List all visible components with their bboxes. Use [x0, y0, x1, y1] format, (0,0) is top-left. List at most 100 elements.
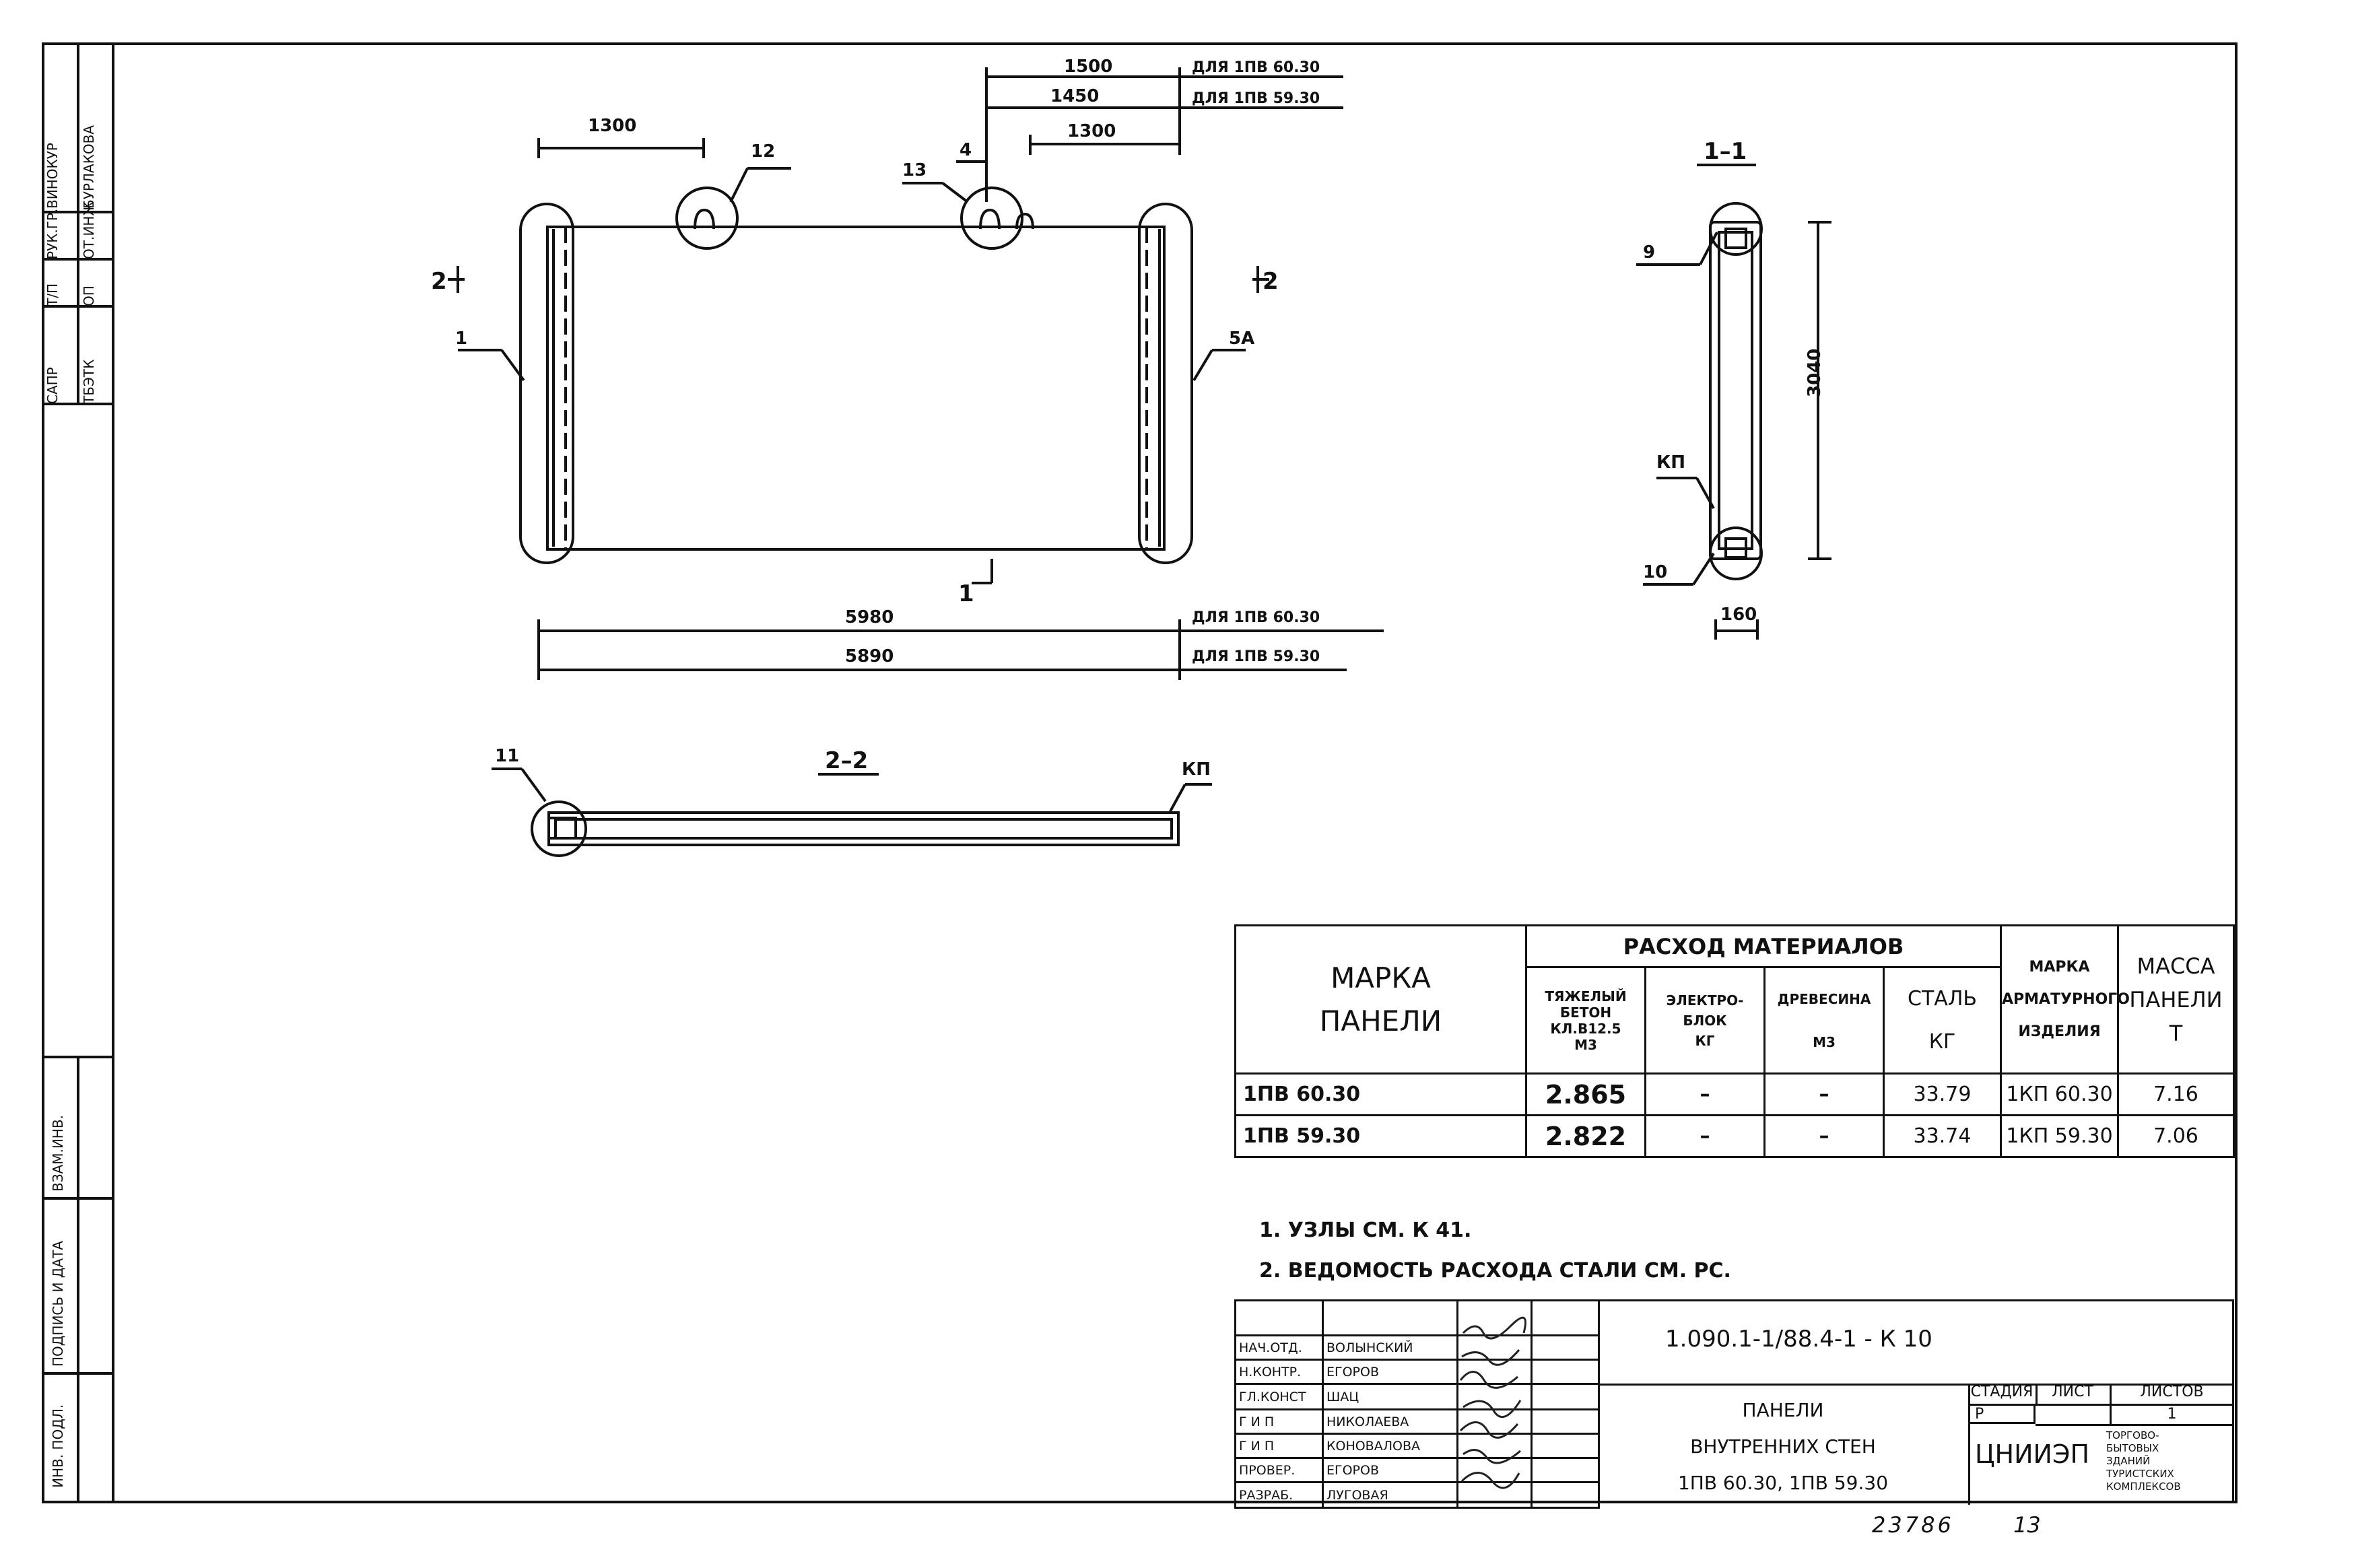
- callout-kp-1-label: КП: [1656, 452, 1686, 473]
- name-cell: ВОЛЫНСКИЙ: [1322, 1334, 1458, 1361]
- name-cell: КОНОВАЛОВА: [1322, 1433, 1458, 1459]
- section-mark-1-bottom: 1: [958, 580, 974, 607]
- callout-10-label: 10: [1643, 562, 1668, 582]
- strip-inv-podl: ИНВ. ПОДЛ.: [50, 1404, 66, 1488]
- role-cell: ПРОВЕР.: [1234, 1457, 1324, 1483]
- callout-5a-label: 5А: [1229, 329, 1255, 349]
- cell-steel: 33.74: [1883, 1114, 2002, 1158]
- section-height-dim: 3040: [1805, 348, 1825, 397]
- section-mark-2-right: 2: [1263, 268, 1279, 295]
- strip-podpis-data: ПОДПИСЬ И ДАТА: [50, 1241, 66, 1367]
- section-1-1-title: 1–1: [1704, 138, 1747, 165]
- strip-cell-burlakova: БУРЛАКОВА: [81, 125, 97, 209]
- organization: ЦНИИЭП: [1975, 1439, 2090, 1469]
- note-1: 1. УЗЛЫ СМ. К 41.: [1259, 1219, 1472, 1242]
- stage-value: Р: [1968, 1406, 2036, 1424]
- dim-1500: 1500: [1064, 57, 1113, 77]
- dim-length-a: 5980: [845, 607, 894, 627]
- role-cell: Г И П: [1234, 1408, 1324, 1435]
- role-cell: НАЧ.ОТД.: [1234, 1334, 1324, 1361]
- dim-1300-left: 1300: [588, 116, 637, 136]
- signatures-table: НАЧ.ОТД.ВОЛЫНСКИЙ Н.КОНТР.ЕГОРОВ ГЛ.КОНС…: [1234, 1299, 1600, 1509]
- cell-mark: 1ПВ 59.30: [1234, 1114, 1527, 1158]
- dim-length-b: 5890: [845, 646, 894, 667]
- strip-cell-otinzh: ОТ.ИНЖ: [81, 201, 97, 259]
- panel-outline: [546, 226, 1166, 551]
- left-edge-node: [519, 203, 574, 564]
- dim-1300-right: 1300: [1067, 121, 1116, 141]
- name-cell: ЕГОРОВ: [1322, 1359, 1458, 1385]
- callout-13-label: 13: [902, 160, 927, 180]
- section-width-dim: 160: [1720, 605, 1757, 625]
- strip-cell-op: ОП: [81, 285, 97, 306]
- cell-block: –: [1644, 1114, 1766, 1158]
- document-code: 1.090.1-1/88.4-1 - К 10: [1665, 1326, 1932, 1353]
- sheets-value: 1: [2110, 1406, 2234, 1426]
- table-row: 1ПВ 60.30 2.865 – – 33.79 1КП 60.30 7.16: [1234, 1072, 2235, 1116]
- table-row: 1ПВ 59.30 2.822 – – 33.74 1КП 59.30 7.06: [1234, 1114, 2235, 1158]
- role-cell: [1234, 1299, 1324, 1336]
- callout-circle-12: [675, 186, 739, 250]
- cell-rebar: 1КП 60.30: [2000, 1072, 2119, 1116]
- role-cell: Г И П: [1234, 1433, 1324, 1459]
- cell-wood: –: [1763, 1114, 1885, 1158]
- section-2-2-title: 2–2: [825, 747, 869, 774]
- role-cell: ГЛ.КОНСТ: [1234, 1383, 1324, 1410]
- strip-cell-rukgr: РУК.ГР.: [44, 208, 61, 259]
- callout-kp-2-label: КП: [1182, 759, 1211, 780]
- note-length-a: ДЛЯ 1ПВ 60.30: [1192, 609, 1320, 626]
- note-1500: ДЛЯ 1ПВ 60.30: [1192, 59, 1320, 76]
- strip-cell-tbetk: ТБЭТК: [81, 359, 97, 404]
- callout-1-label: 1: [455, 329, 468, 349]
- cell-concrete: 2.865: [1525, 1072, 1646, 1116]
- name-cell: ШАЦ: [1322, 1383, 1458, 1410]
- callout-9-label: 9: [1643, 242, 1656, 263]
- right-edge-node: [1138, 203, 1193, 564]
- callout-11-label: 11: [495, 746, 520, 766]
- section-2-2-outline: [547, 811, 1180, 846]
- strip-cell-sapr: САПР: [44, 367, 61, 404]
- strip-cell-tp: Т/П: [44, 283, 61, 306]
- section-mark-2-left: 2: [431, 268, 447, 295]
- title-block: 1.090.1-1/88.4-1 - К 10 ПАНЕЛИ ВНУТРЕННИ…: [1598, 1299, 2234, 1505]
- callout-12-label: 12: [751, 141, 776, 162]
- cell-mass: 7.16: [2117, 1072, 2235, 1116]
- dim-1450: 1450: [1050, 86, 1100, 106]
- name-cell: ЛУГОВАЯ: [1322, 1481, 1458, 1509]
- role-cell: РАЗРАБ.: [1234, 1481, 1324, 1509]
- footer-number: 23786: [1872, 1512, 1954, 1538]
- cell-steel: 33.79: [1883, 1072, 2002, 1116]
- document-title: ПАНЕЛИ ВНУТРЕННИХ СТЕН 1ПВ 60.30, 1ПВ 59…: [1677, 1399, 1889, 1494]
- sheet-frame: [42, 42, 2238, 1503]
- cell-block: –: [1644, 1072, 1766, 1116]
- note-1450: ДЛЯ 1ПВ 59.30: [1192, 90, 1320, 107]
- cell-mark: 1ПВ 60.30: [1234, 1072, 1527, 1116]
- header-consumption: РАСХОД МАТЕРИАЛОВ: [1525, 924, 2002, 968]
- signature-cell: [1456, 1457, 1533, 1483]
- footer-page: 13: [2013, 1512, 2041, 1538]
- callout-4-label: 4: [960, 140, 972, 160]
- callout-circle-13: [960, 186, 1023, 250]
- stage-grid: СТАДИЯ ЛИСТ ЛИСТОВ Р 1: [1968, 1384, 2234, 1426]
- role-cell: Н.КОНТР.: [1234, 1359, 1324, 1385]
- name-cell: НИКОЛАЕВА: [1322, 1408, 1458, 1435]
- strip-vzam-inv: ВЗАМ.ИНВ.: [50, 1115, 66, 1192]
- cell-concrete: 2.822: [1525, 1114, 1646, 1158]
- strip-cell-vinokur: ВИНОКУР: [44, 143, 61, 209]
- cell-rebar: 1КП 59.30: [2000, 1114, 2119, 1158]
- cell-wood: –: [1763, 1072, 1885, 1116]
- note-2: 2. ВЕДОМОСТЬ РАСХОДА СТАЛИ СМ. РС.: [1259, 1259, 1731, 1283]
- cell-mass: 7.06: [2117, 1114, 2235, 1158]
- organization-sub: ТОРГОВО- БЫТОВЫХ ЗДАНИЙ ТУРИСТСКИХ КОМПЛ…: [2106, 1429, 2181, 1493]
- signature-scribbles: [1459, 1316, 1526, 1489]
- name-cell: ЕГОРОВ: [1322, 1457, 1458, 1483]
